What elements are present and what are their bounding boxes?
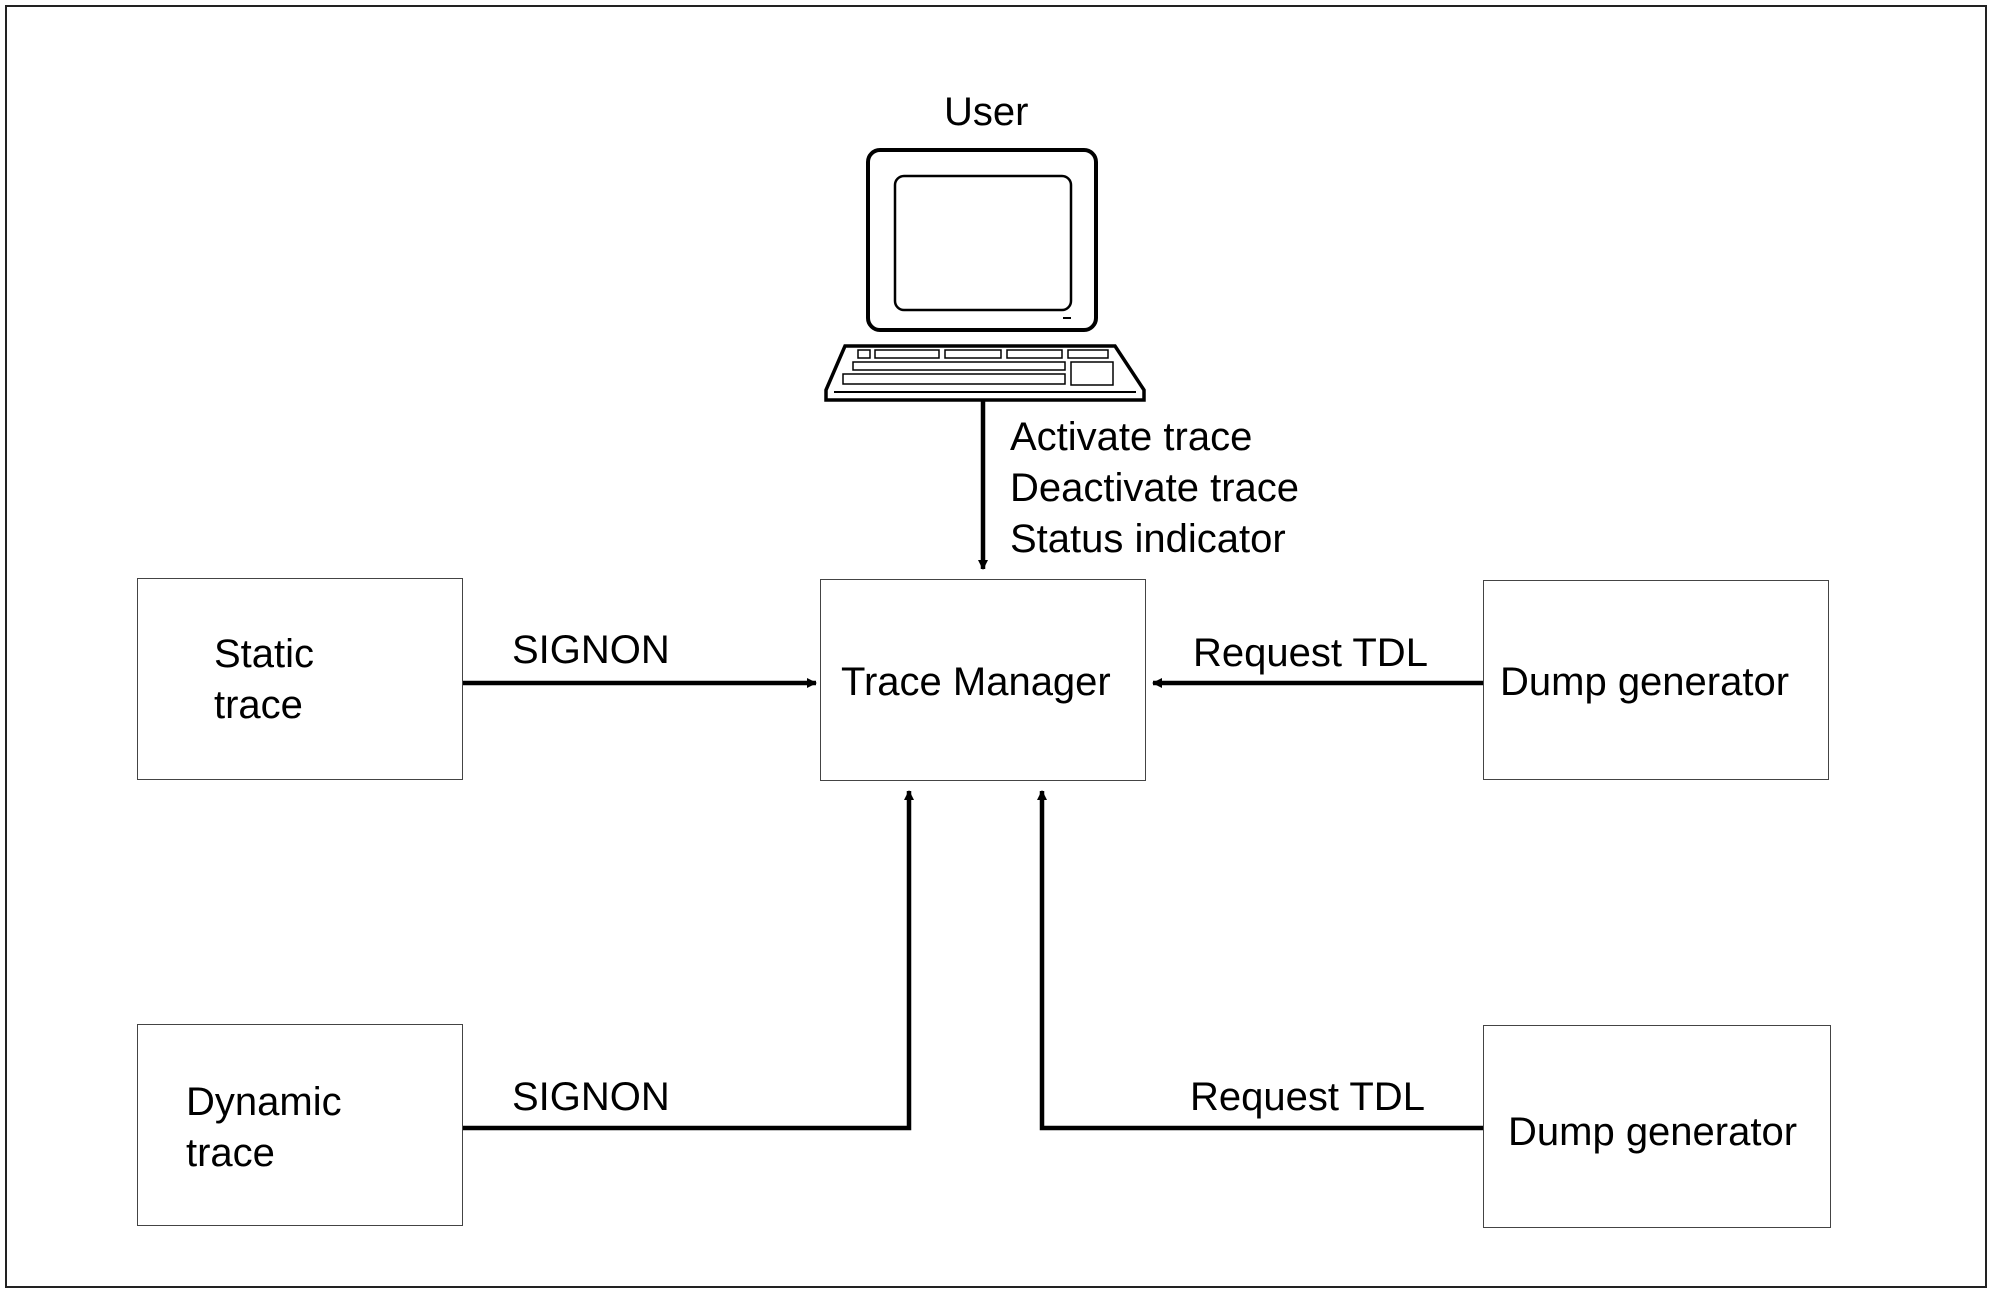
static-trace-label-1: Static [214,632,315,676]
bottom-request-label: Request TDL [1190,1075,1425,1119]
dump-generator-bottom-box [1483,1025,1831,1228]
dynamic-trace-label-2: trace [186,1131,275,1175]
dump-generator-top-box [1483,580,1829,780]
dynamic-trace-box [137,1024,463,1226]
command-activate: Activate trace [1010,415,1253,459]
dynamic-signon-arrow [463,790,914,1131]
trace-manager-box [820,579,1146,781]
dynamic-signon-label: SIGNON [512,1075,670,1119]
top-request-label: Request TDL [1193,631,1428,675]
dynamic-trace-label-1: Dynamic [186,1080,342,1124]
dump-generator-top-label: Dump generator [1500,660,1790,704]
static-signon-label: SIGNON [512,628,670,672]
command-deactivate: Deactivate trace [1010,466,1300,510]
computer-icon [824,148,1146,402]
bottom-request-arrow [1037,790,1483,1131]
user-label: User [944,90,1029,134]
dump-generator-bottom-label: Dump generator [1508,1110,1798,1154]
static-trace-box [137,578,463,780]
diagram-frame [5,5,1987,1288]
static-trace-label-2: trace [214,683,303,727]
trace-manager-label: Trace Manager [841,660,1111,704]
command-status: Status indicator [1010,517,1286,561]
